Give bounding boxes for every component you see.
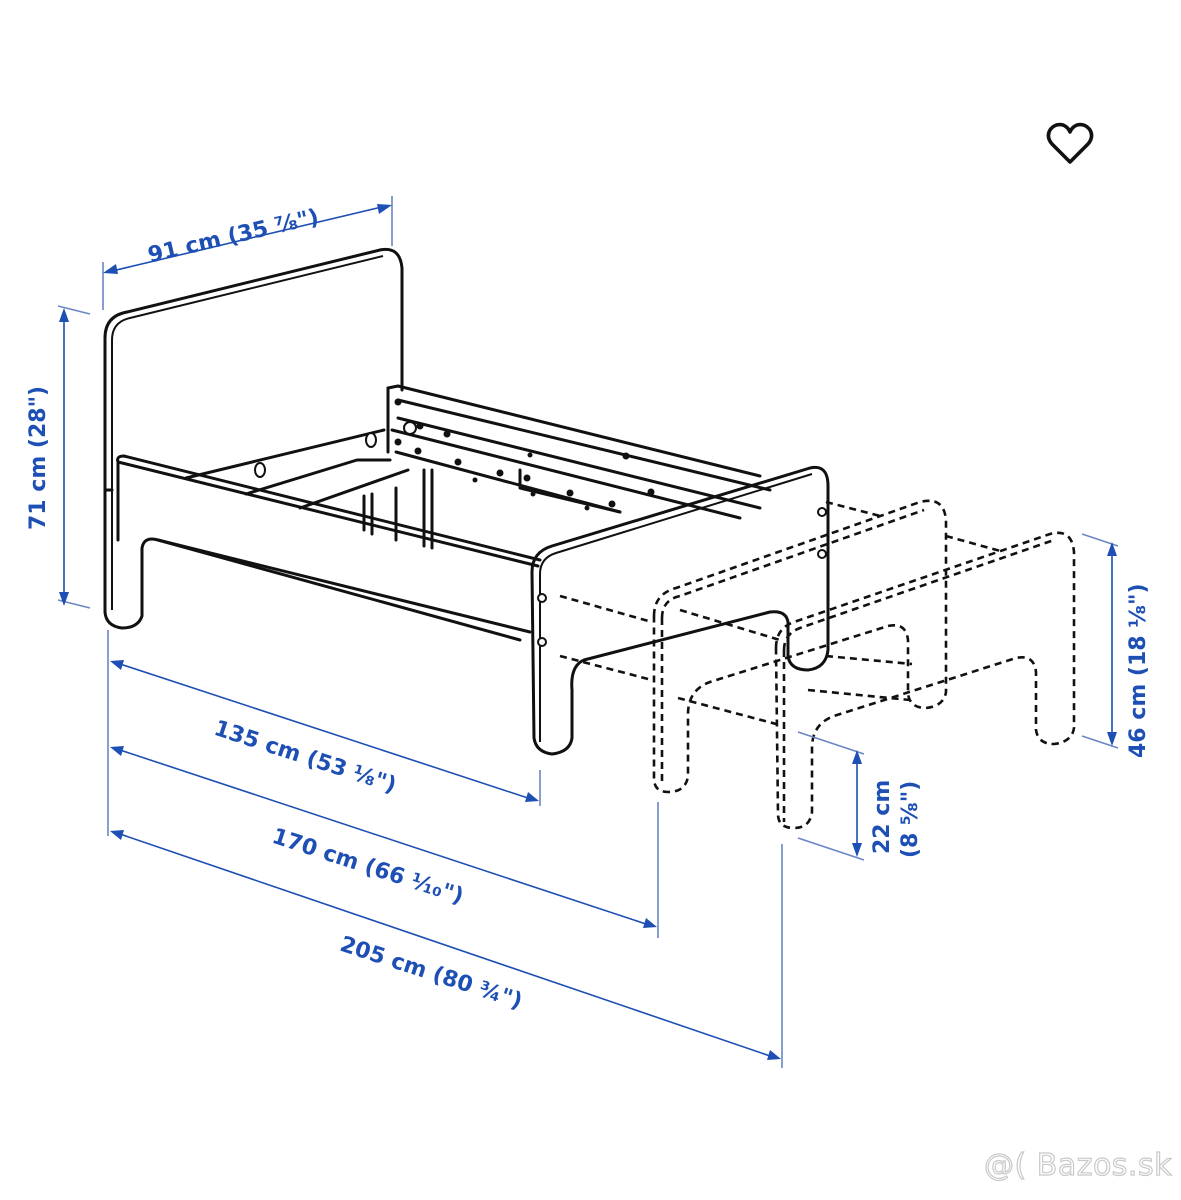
side-rail-front	[116, 454, 542, 634]
dimension-footboard-height	[1081, 533, 1119, 749]
inner-frame	[184, 428, 434, 550]
footboard	[530, 465, 830, 756]
label-headboard-height: 71 cm (28")	[26, 385, 51, 530]
favorite-button[interactable]	[1044, 120, 1096, 168]
headboard	[103, 247, 522, 642]
extension-position-2	[774, 531, 1076, 830]
extendable-rail	[386, 384, 772, 520]
extension-position-1	[559, 499, 948, 794]
dimension-clearance	[797, 731, 865, 861]
watermark: @( Bazos.sk	[983, 1147, 1172, 1183]
label-footboard-height: 46 cm (18 ⅛")	[1126, 583, 1151, 758]
dimension-length-205	[110, 830, 781, 1060]
dimension-width	[102, 196, 393, 310]
label-clearance-metric: 22 cm	[870, 779, 895, 854]
dimension-headboard-height	[57, 305, 91, 609]
label-clearance-imperial: (8 ⅝")	[898, 780, 923, 858]
dimension-length-170	[110, 746, 657, 928]
heart-outline-icon	[1046, 122, 1094, 164]
dimension-length-135	[110, 660, 539, 802]
